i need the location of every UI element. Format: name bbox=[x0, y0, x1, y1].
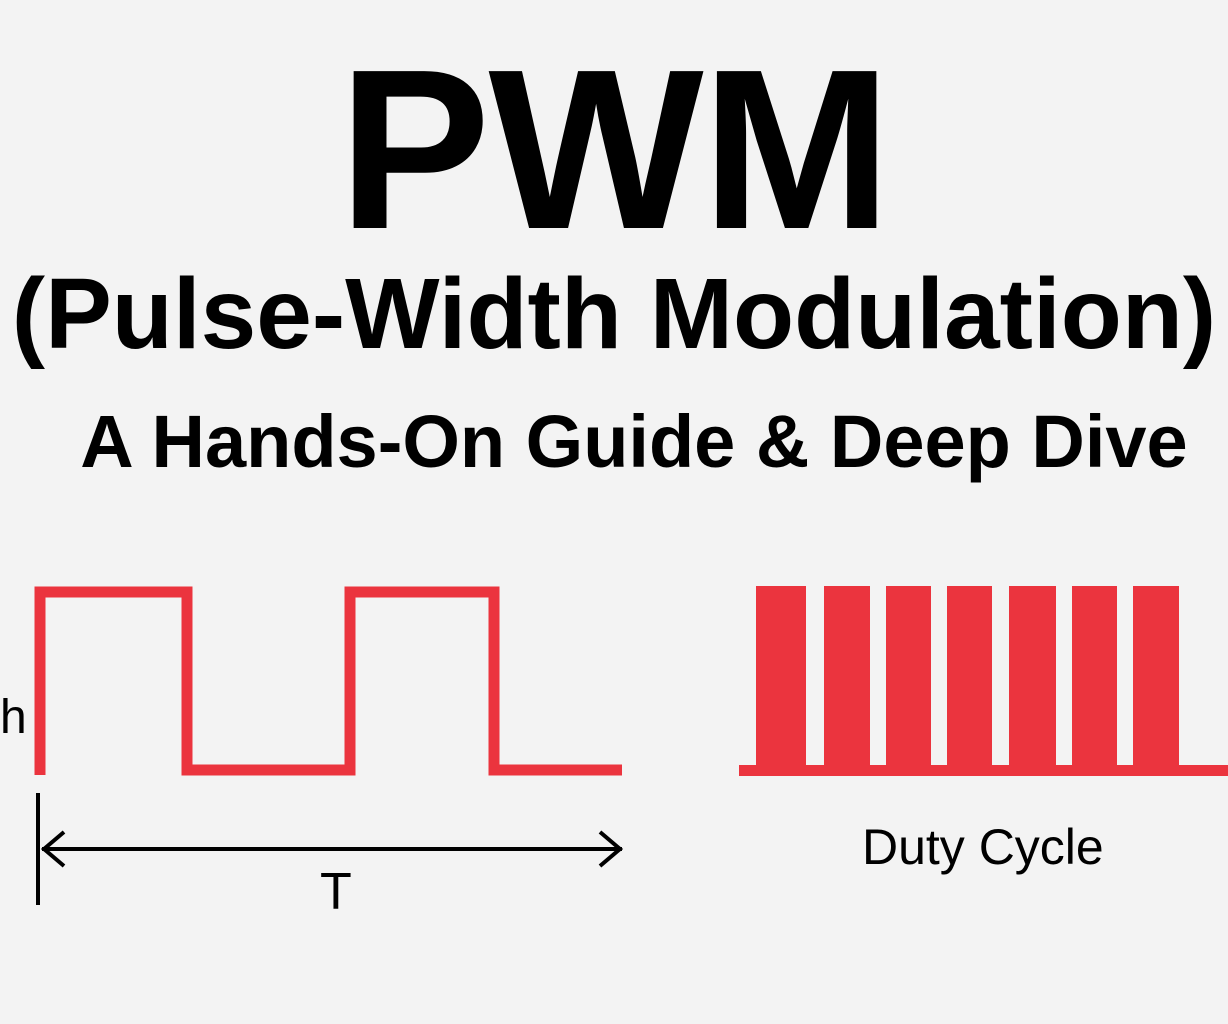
duty-cycle-caption: Duty Cycle bbox=[862, 819, 1104, 875]
page-subtitle: (Pulse-Width Modulation) bbox=[11, 258, 1217, 370]
square-waveform bbox=[34, 586, 622, 776]
page-tagline: A Hands-On Guide & Deep Dive bbox=[80, 400, 1188, 483]
period-arrow bbox=[36, 793, 624, 905]
height-label: h bbox=[0, 691, 27, 744]
duty-cycle-pulses bbox=[739, 586, 1228, 776]
period-label: T bbox=[320, 863, 352, 921]
page-title: PWM bbox=[338, 23, 891, 277]
